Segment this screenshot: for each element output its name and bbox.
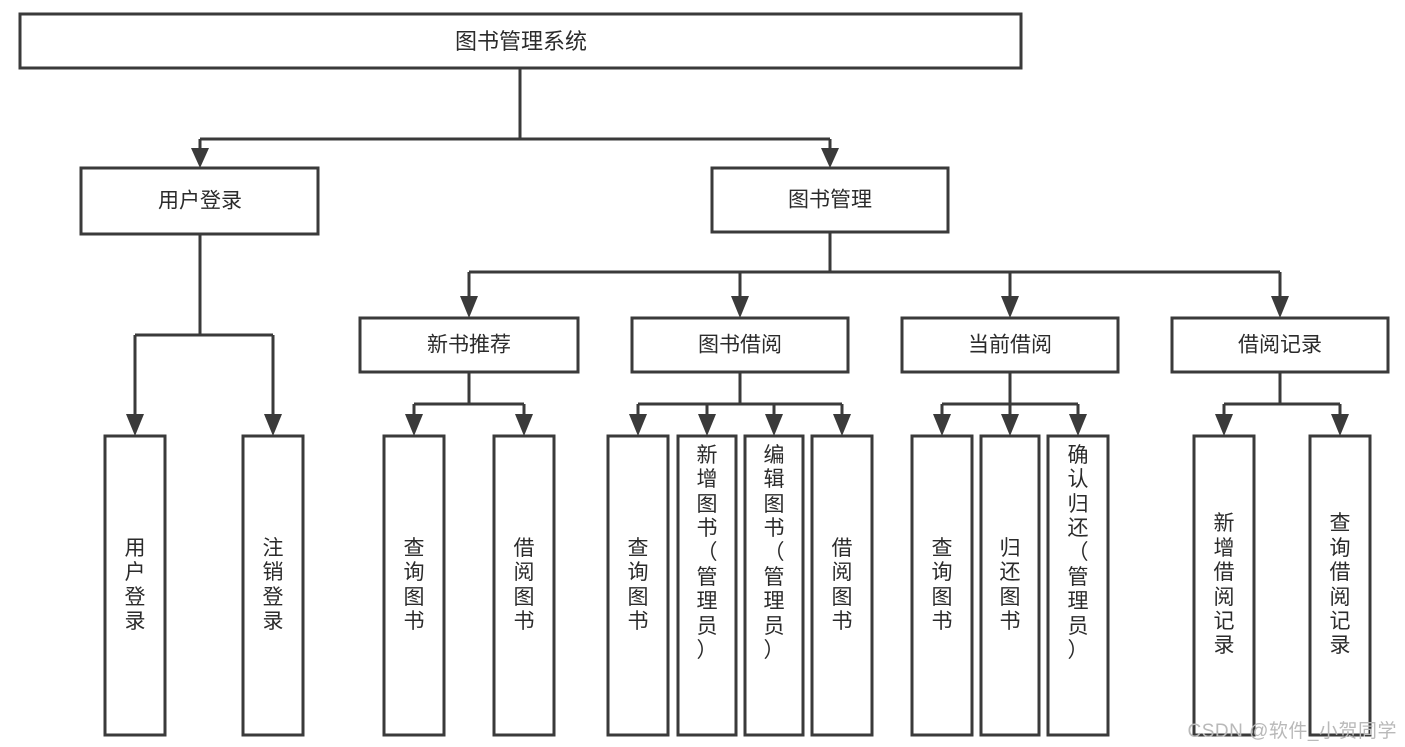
node-label-borrow-record: 借阅记录: [1238, 334, 1322, 357]
leaf-box-user-login-0[interactable]: [103, 434, 167, 737]
node-box-book-manage[interactable]: [710, 166, 950, 234]
node-label-user-login: 用户登录: [158, 190, 242, 213]
leaf-box-user-login-1[interactable]: [241, 434, 305, 737]
node-layer: 图书管理系统 用户登录 图书管理 新书推荐 图书借阅 当前借阅 借阅记录: [18, 12, 1390, 374]
node-box-root[interactable]: [18, 12, 1023, 70]
arrow-head-leaf-current-borrow-1: [933, 414, 951, 436]
node-box-borrow-record[interactable]: [1170, 316, 1390, 374]
leaf-box-borrow-record-0[interactable]: [1192, 434, 1256, 737]
leaf-box-borrow-record-1[interactable]: [1308, 434, 1372, 737]
connector-layer: [126, 68, 1349, 436]
leaf-box-new-book-rec-1[interactable]: [492, 434, 556, 737]
leaf-box-book-borrow-2[interactable]: [743, 434, 805, 737]
arrow-head-user-login: [191, 148, 209, 168]
node-label-root: 图书管理系统: [455, 29, 587, 54]
node-box-current-borrow[interactable]: [900, 316, 1120, 374]
arrow-head-leaf-user-login-1: [126, 414, 144, 436]
arrow-head-current-borrow: [1001, 296, 1019, 318]
arrow-head-leaf-current-borrow-3: [1069, 414, 1087, 436]
node-label-book-manage: 图书管理: [788, 189, 872, 212]
arrow-head-leaf-book-borrow-2: [698, 414, 716, 436]
arrow-head-leaf-book-borrow-3: [765, 414, 783, 436]
node-box-user-login[interactable]: [79, 166, 320, 236]
arrow-head-leaf-new-book-2: [515, 414, 533, 436]
leaf-box-current-borrow-1[interactable]: [979, 434, 1041, 737]
leaf-box-book-borrow-1[interactable]: [676, 434, 738, 737]
leaf-layer: [103, 434, 1372, 737]
arrow-head-leaf-user-login-2: [264, 414, 282, 436]
arrow-head-leaf-borrow-record-1: [1215, 414, 1233, 436]
leaf-box-current-borrow-0[interactable]: [910, 434, 974, 737]
leaf-box-book-borrow-3[interactable]: [810, 434, 874, 737]
node-label-book-borrow: 图书借阅: [698, 334, 782, 357]
arrow-head-leaf-new-book-1: [405, 414, 423, 436]
node-box-new-book-rec[interactable]: [358, 316, 580, 374]
node-label-new-book-rec: 新书推荐: [427, 334, 511, 357]
leaf-box-new-book-rec-0[interactable]: [382, 434, 446, 737]
arrow-head-leaf-borrow-record-2: [1331, 414, 1349, 436]
leaf-box-current-borrow-2[interactable]: [1046, 434, 1110, 737]
node-box-book-borrow[interactable]: [630, 316, 850, 374]
arrow-head-leaf-book-borrow-1: [629, 414, 647, 436]
arrow-head-borrow-record: [1271, 296, 1289, 318]
arrow-head-leaf-current-borrow-2: [1001, 414, 1019, 436]
arrow-head-book-manage: [821, 148, 839, 168]
node-label-current-borrow: 当前借阅: [968, 334, 1052, 357]
arrow-head-book-borrow: [731, 296, 749, 318]
leaf-box-book-borrow-0[interactable]: [606, 434, 670, 737]
arrow-head-leaf-book-borrow-4: [833, 414, 851, 436]
arrow-head-new-book-rec: [460, 296, 478, 318]
